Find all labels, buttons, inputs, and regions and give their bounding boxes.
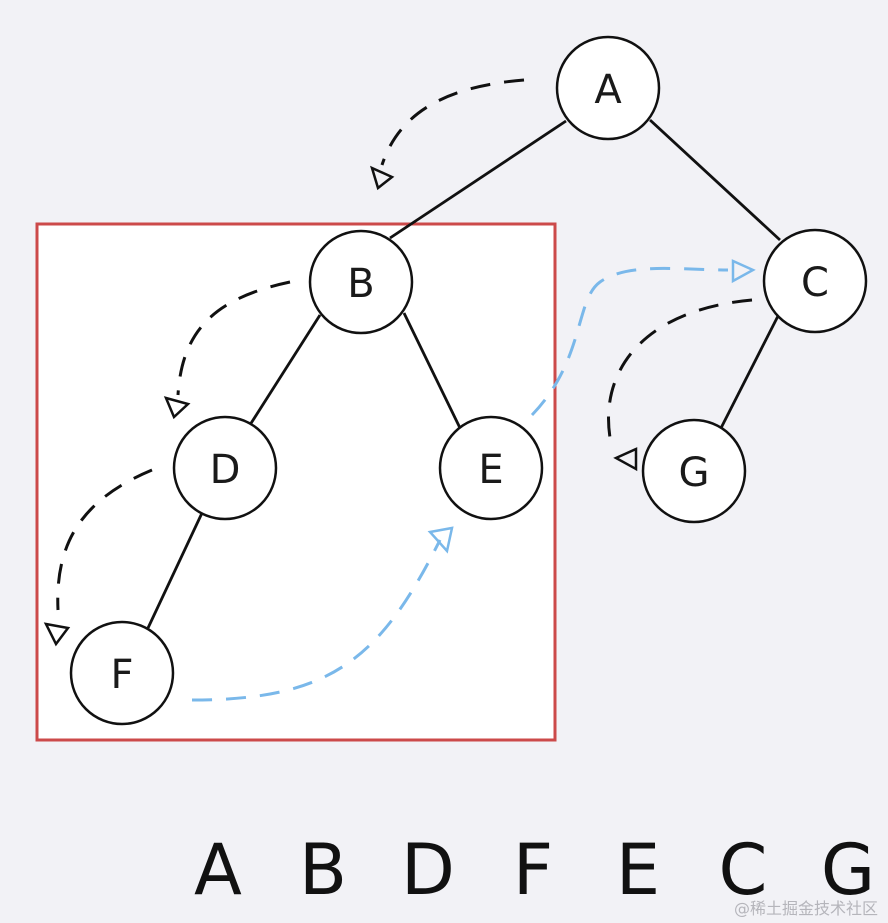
node-f-label: F — [110, 652, 133, 698]
traversal-sequence: A B D F E C G — [188, 820, 878, 920]
node-c: C — [762, 228, 868, 334]
node-a: A — [555, 35, 661, 141]
edge-d-f — [146, 512, 204, 629]
sequence-item: F — [512, 829, 554, 911]
arrow-head-e-to-c — [731, 259, 756, 284]
edge-a-c — [649, 118, 781, 242]
node-e-label: E — [478, 447, 503, 493]
sequence-item: D — [401, 829, 455, 911]
arrow-c-to-g — [607, 298, 753, 449]
sequence-item: B — [298, 829, 348, 911]
arrow-b-to-d — [176, 280, 291, 396]
node-d-label: D — [210, 447, 241, 493]
node-f: F — [69, 620, 175, 726]
arrow-a-to-b — [380, 78, 525, 166]
arrow-head-d-to-f — [43, 622, 71, 647]
watermark-text: @稀土掘金技术社区 — [733, 899, 878, 918]
arrow-head-b-to-d — [163, 396, 191, 420]
node-b-label: B — [347, 261, 374, 307]
tree-edges — [146, 118, 781, 629]
sequence-item: G — [820, 829, 876, 911]
arrow-head-c-to-g — [613, 447, 638, 472]
arrow-head-f-to-e — [427, 526, 454, 554]
arrow-e-to-c — [530, 266, 729, 417]
arrow-f-to-e — [191, 539, 442, 702]
node-e: E — [438, 415, 544, 521]
node-a-label: A — [594, 67, 622, 113]
edge-a-b — [389, 119, 567, 240]
sequence-item: A — [194, 829, 242, 911]
edge-c-g — [718, 315, 780, 431]
edge-b-d — [246, 314, 322, 429]
arrow-head-a-to-b — [370, 165, 395, 191]
node-d: D — [172, 415, 278, 521]
edge-b-e — [402, 312, 462, 429]
traversal-arrows — [43, 78, 756, 702]
node-g-label: G — [679, 450, 710, 496]
node-g: G — [641, 418, 747, 524]
sequence-item: E — [615, 829, 661, 911]
node-c-label: C — [801, 260, 829, 306]
node-b: B — [308, 229, 414, 335]
tree-nodes: A B C D E F G — [69, 35, 868, 726]
sequence-item: C — [718, 829, 768, 911]
